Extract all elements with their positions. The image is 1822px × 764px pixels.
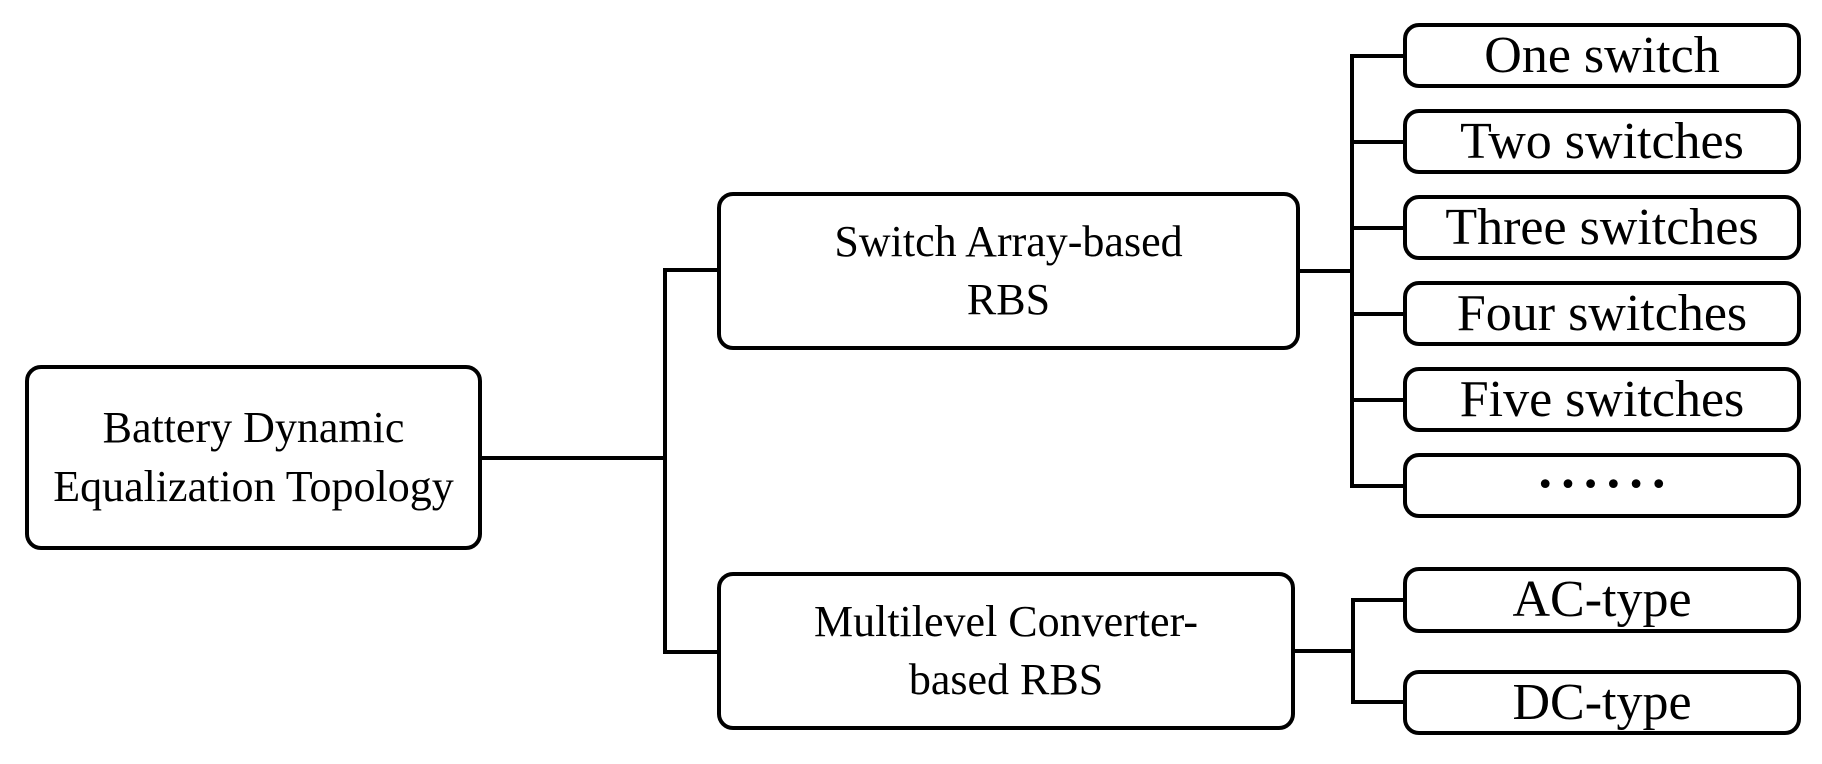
node-five-switches: Five switches [1403,367,1801,432]
node-three-switches: Three switches [1403,195,1801,260]
connector-line [663,268,667,654]
node-two-switches: Two switches [1403,109,1801,174]
node-battery-dynamic-equalization-topology: Battery Dynamic Equalization Topology [25,365,482,550]
connector-line [1350,312,1403,316]
connector-line [482,456,665,460]
connector-line [1350,54,1354,488]
connector-line [663,268,717,272]
connector-line [1351,598,1403,602]
node-multilevel-converter-based-rbs: Multilevel Converter- based RBS [717,572,1295,730]
connector-line [1350,140,1403,144]
connector-line [1295,649,1353,653]
connector-line [1350,484,1403,488]
node-more-switches-ellipsis: •••••• [1403,453,1801,518]
node-one-switch: One switch [1403,23,1801,88]
connector-line [1351,700,1403,704]
connector-line [1350,226,1403,230]
connector-line [1351,598,1355,704]
node-switch-array-based-rbs: Switch Array-based RBS [717,192,1300,350]
connector-line [1300,269,1352,273]
node-ac-type: AC-type [1403,567,1801,633]
node-dc-type: DC-type [1403,670,1801,735]
connector-line [1350,398,1403,402]
connector-line [1350,54,1403,58]
node-four-switches: Four switches [1403,281,1801,346]
connector-line [663,650,717,654]
